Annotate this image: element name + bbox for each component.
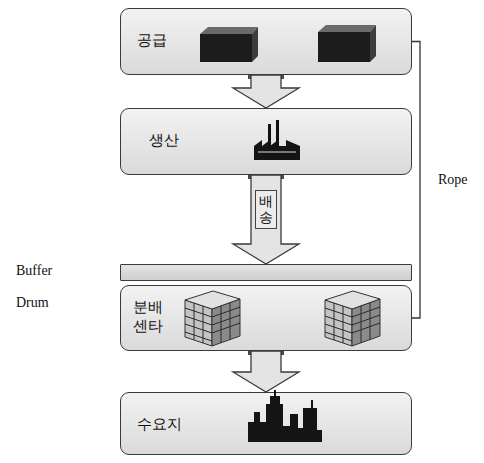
band-label: Buffer <box>16 262 52 280</box>
supply-box: 공급 <box>120 8 412 75</box>
box-side-label: Drum <box>16 294 49 312</box>
box-title: 공급 <box>137 31 167 50</box>
production-box: 생산 <box>120 108 412 175</box>
box-title: 분배 센타 <box>133 298 172 336</box>
block-arrow <box>233 75 299 108</box>
demand-box: 수요지 <box>120 392 412 455</box>
buffer-band: Buffer <box>120 264 412 281</box>
connector-group <box>412 42 420 319</box>
block-arrow <box>233 351 299 392</box>
distribution-box: Drum분배 센타 <box>120 285 412 351</box>
connector-group <box>233 351 299 392</box>
edge-label: 배송 <box>255 190 277 229</box>
rope-label: Rope <box>436 172 470 188</box>
block-arrow <box>233 175 299 264</box>
rope-line <box>412 42 420 319</box>
box-title: 생산 <box>149 131 179 150</box>
box-title: 수요지 <box>137 415 182 434</box>
connector-group <box>233 175 299 264</box>
connector-group <box>233 75 299 108</box>
